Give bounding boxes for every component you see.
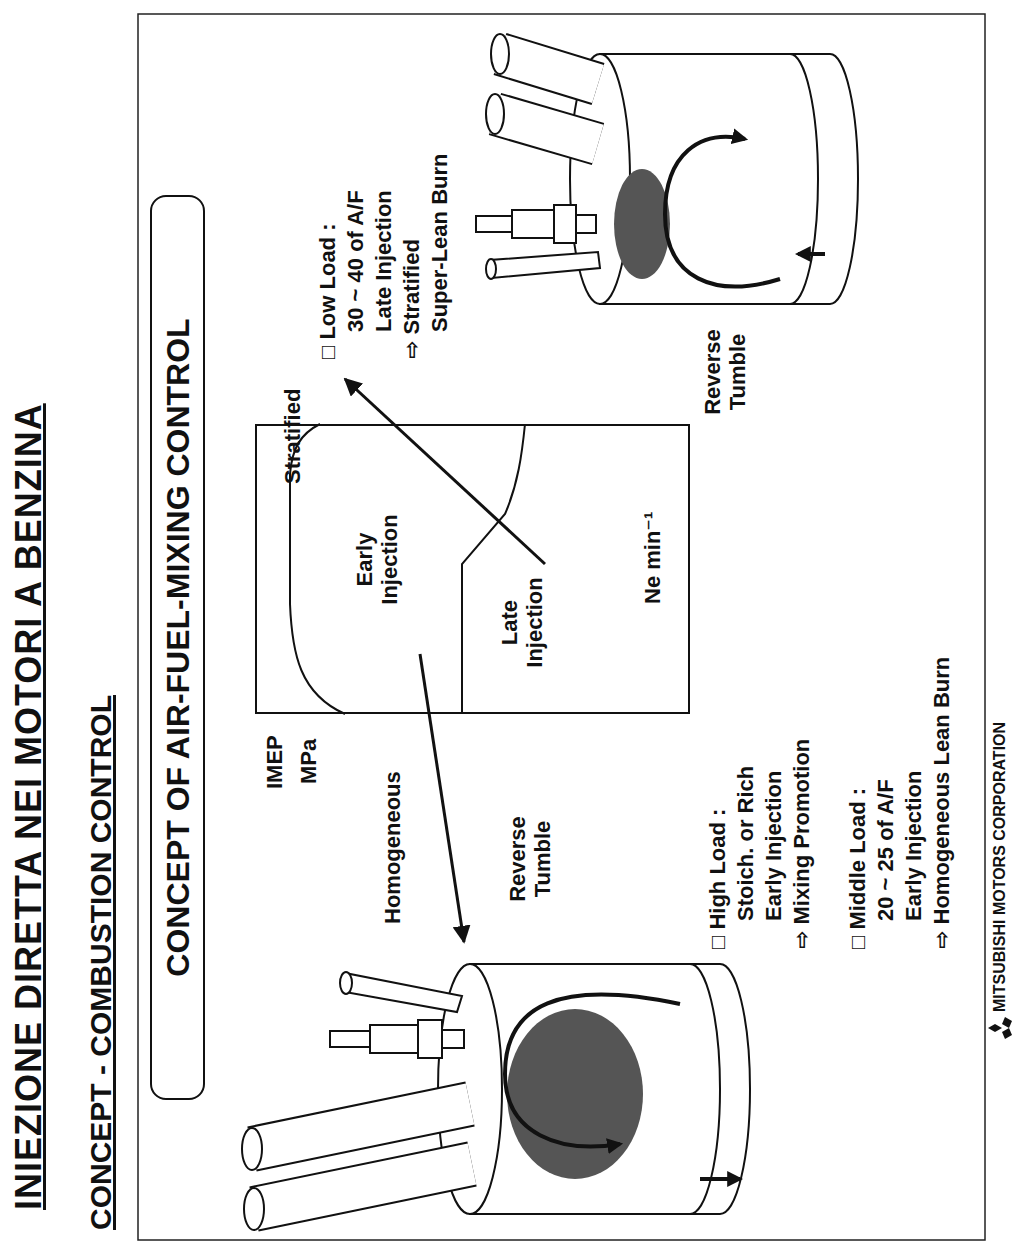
mitsubishi-logo-part xyxy=(1002,1017,1012,1028)
region-label: Late Injection xyxy=(497,565,548,680)
right-engine-part xyxy=(790,54,818,304)
left-engine-part xyxy=(700,1177,740,1181)
page-frame xyxy=(138,14,985,1240)
axis-label: IMEP xyxy=(262,735,287,789)
right-engine-part xyxy=(576,215,596,233)
left-engine-part xyxy=(370,1025,418,1053)
load-note: ⇨ Homogeneous Lean Burn xyxy=(929,657,954,949)
left-engine-part xyxy=(345,974,462,1012)
chart-curve xyxy=(290,424,525,714)
right-engine-part xyxy=(486,259,496,279)
load-note: □ High Load : xyxy=(705,809,730,949)
right-engine-part xyxy=(600,54,858,304)
load-note: ⇨ Stratified xyxy=(399,239,424,359)
page-title: INIEZIONE DIRETTA NEI MOTORI A BENZINA xyxy=(8,403,49,1210)
left-engine-part xyxy=(242,1128,262,1170)
page-frame-part xyxy=(138,14,985,1240)
left-engine-part xyxy=(252,1104,470,1149)
load-note: Stoich. or Rich xyxy=(733,766,758,921)
load-note: □ Low Load : xyxy=(315,224,340,360)
right-engine xyxy=(476,34,858,304)
right-engine-part xyxy=(665,137,780,287)
axis-unit: MPa xyxy=(296,739,321,784)
header-box: CONCEPT OF AIR-FUEL-MIXING CONTROL xyxy=(150,195,205,1100)
right-engine-part xyxy=(554,205,576,243)
left-engine-part xyxy=(470,964,750,1214)
left-engine-part xyxy=(442,1030,464,1048)
load-note: Early Injection xyxy=(761,771,786,921)
left-engine-part xyxy=(330,1031,370,1047)
right-engine-part xyxy=(500,54,598,84)
chart-box: Early InjectionLate Injection xyxy=(255,424,690,714)
box-heading: CONCEPT OF AIR-FUEL-MIXING CONTROL xyxy=(159,197,196,1098)
load-note: ⇨ Mixing Promotion xyxy=(789,739,814,949)
left-engine-part xyxy=(252,1104,470,1149)
load-note: □ Middle Load : xyxy=(845,788,870,949)
mitsubishi-logo-part xyxy=(1002,1028,1012,1039)
subtitle: CONCEPT - COMBUSTION CONTROL xyxy=(84,695,119,1230)
chart-curve-part xyxy=(462,424,525,714)
mode-label: Homogeneous xyxy=(380,771,405,924)
mode-label: Stratified xyxy=(280,389,305,484)
right-engine-part xyxy=(512,210,554,238)
right-engine-part xyxy=(486,94,504,134)
right-engine-part xyxy=(476,216,512,232)
region-label: Early Injection xyxy=(352,502,403,617)
left-engine-part xyxy=(690,964,720,1214)
right-engine-part xyxy=(798,252,825,256)
left-engine-part xyxy=(418,1020,442,1058)
right-engine-part xyxy=(495,114,598,144)
company-name: MITSUBISHI MOTORS CORPORATION xyxy=(991,722,1009,1012)
axis-label: Ne min⁻¹ xyxy=(640,512,665,604)
injection-arrow-part xyxy=(420,654,464,942)
right-engine-part xyxy=(614,169,670,279)
left-engine-part xyxy=(244,1188,264,1230)
right-engine-part xyxy=(491,34,509,74)
right-engine-part xyxy=(500,54,598,84)
left-engine-part xyxy=(340,972,352,994)
load-note: Early Injection xyxy=(901,771,926,921)
flow-label: Reverse Tumble xyxy=(505,809,556,909)
right-engine-part xyxy=(490,252,600,278)
left-engine-part xyxy=(505,995,680,1147)
left-engine-part xyxy=(254,1164,472,1209)
load-note: 20 ~ 25 of A/F xyxy=(873,779,898,921)
mitsubishi-logo-part xyxy=(988,1024,1002,1032)
left-engine-part xyxy=(254,1164,472,1209)
load-note: Super-Lean Burn xyxy=(427,154,452,332)
load-note: Late Injection xyxy=(371,190,396,332)
flow-label: Reverse Tumble xyxy=(700,322,751,422)
mitsubishi-logo xyxy=(988,1017,1012,1039)
load-note: 30 ~ 40 of A/F xyxy=(343,190,368,332)
left-engine-part xyxy=(507,1009,643,1179)
left-engine xyxy=(242,964,750,1230)
right-engine-part xyxy=(495,114,598,144)
